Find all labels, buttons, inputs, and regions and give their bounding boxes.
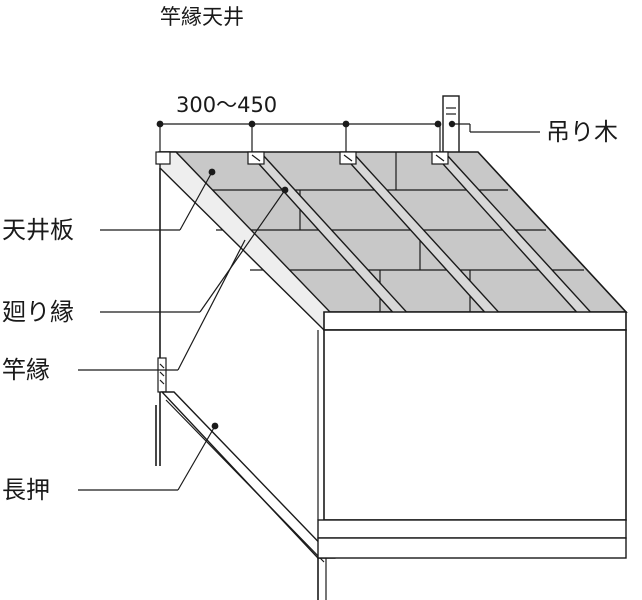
saobuchi-end bbox=[157, 357, 167, 393]
label-saobuchi: 竿縁 bbox=[2, 356, 50, 384]
leader-nageshi-d bbox=[177, 425, 216, 491]
wall-front bbox=[317, 329, 627, 521]
leader-ceiling-board-d bbox=[179, 171, 213, 231]
diagram-title: 竿縁天井 bbox=[160, 5, 244, 29]
spacing-label: 300〜450 bbox=[176, 93, 277, 117]
leader-saobuchi-d bbox=[177, 239, 246, 371]
label-ceiling-board: 天井板 bbox=[2, 216, 74, 244]
label-nageshi: 長押 bbox=[2, 476, 50, 504]
spacing-dimension bbox=[156, 120, 442, 156]
nageshi bbox=[160, 391, 627, 600]
label-hanger: 吊り木 bbox=[546, 118, 618, 146]
label-mawari-buchi: 廻り縁 bbox=[2, 298, 74, 326]
wall-left bbox=[155, 168, 161, 466]
leader-mawari-d bbox=[199, 189, 286, 313]
